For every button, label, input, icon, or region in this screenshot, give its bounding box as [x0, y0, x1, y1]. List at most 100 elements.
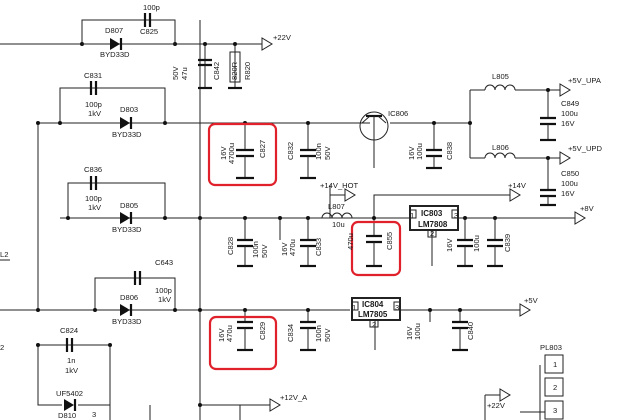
label-components-c831: C831	[84, 71, 102, 80]
label-components-c831_v: 1kV	[88, 109, 102, 118]
label-components-d803_type: BYD33D	[112, 130, 142, 139]
label-components-pin_3: 3	[454, 211, 458, 220]
regulator-ic803	[409, 205, 459, 238]
label-components-c643_val: 100p	[155, 286, 172, 295]
diode-d810	[64, 399, 77, 411]
capacitor-c842	[198, 58, 212, 90]
capacitor-c836	[89, 176, 98, 190]
capacitor-c839	[457, 238, 503, 268]
label-components-ic803: IC803	[421, 209, 443, 218]
label-components-c850: C850	[561, 169, 579, 178]
capacitor-c824	[65, 338, 74, 352]
diode-d805	[120, 212, 133, 224]
capacitor-c643	[133, 271, 142, 285]
label-components-c833_val: 470u	[288, 239, 297, 256]
label-components-c831_val: 100p	[85, 100, 102, 109]
label-components-d803: D803	[120, 105, 138, 114]
label-components-c849_v: 16V	[561, 119, 575, 128]
label-components-c838_v: 16V	[407, 146, 416, 160]
diode-d806	[120, 304, 133, 316]
label-components-pin_1: 1	[410, 211, 414, 220]
label-components-c850_v: 16V	[561, 189, 575, 198]
capacitor-c825	[143, 13, 152, 27]
label-components-c832_val: 100n	[314, 143, 323, 160]
label-components-c824: C824	[60, 326, 78, 335]
label-components-c836_val: 100p	[85, 194, 102, 203]
highlight-c829	[208, 315, 278, 371]
label-nets-net_2: 2	[0, 343, 4, 352]
diode-d807	[82, 38, 175, 50]
label-components-d806_type: BYD33D	[112, 317, 142, 326]
label-components-c840_val: 100u	[413, 323, 422, 340]
label-nets-plus5v_upd: +5V_UPD	[568, 144, 602, 153]
diode-d803	[120, 117, 133, 129]
label-components-pl803: PL803	[540, 343, 562, 352]
label-components-c834_v: 50V	[323, 328, 332, 342]
capacitor-c855	[366, 234, 382, 268]
label-components-c855: C855	[385, 232, 394, 250]
label-nets-plus22v_b: +22V	[487, 401, 506, 410]
label-components-c839: C839	[503, 234, 512, 252]
label-components-c834_val: 100n	[314, 325, 323, 342]
label-components-c828_val: 100n	[251, 241, 260, 258]
label-components-c824_val: 1n	[67, 356, 75, 365]
label-components-c855_val: 470u	[346, 233, 355, 250]
capacitor-c840	[452, 320, 468, 352]
resistor-r820	[228, 51, 242, 90]
label-components-c827_v: 16V	[219, 146, 228, 160]
label-components-c832_v: 50V	[323, 146, 332, 160]
label-components-d810_type: UF5402	[56, 389, 83, 398]
label-components-c838_val: 100u	[415, 143, 424, 160]
label-components-c833: C833	[314, 238, 323, 256]
label-components-c840_v: 16V	[405, 326, 414, 340]
label-components-l807: L807	[328, 202, 345, 211]
junctions	[36, 42, 550, 407]
label-components-c824_v: 1kV	[65, 366, 79, 375]
label-pl803_pins-0: 1	[553, 360, 557, 369]
label-components-c838: C838	[445, 142, 454, 160]
label-components-c834: C834	[286, 324, 295, 342]
highlight-c827	[207, 122, 278, 187]
label-components-c828: C828	[226, 237, 235, 255]
label-nets-plus14v: +14V	[508, 181, 527, 190]
label-components-c850_val: 100u	[561, 179, 578, 188]
capacitor-c838	[426, 148, 442, 170]
label-components-ic804: IC804	[362, 300, 384, 309]
label-components-c849: C849	[561, 99, 579, 108]
label-components-c842_v: 50V	[171, 66, 180, 80]
label-components-c842_val: 47u	[180, 67, 189, 80]
label-components-l805: L805	[492, 72, 509, 81]
label-pl803_pins-2: 3	[553, 406, 557, 415]
label-nets-plus14v_hot: +14V_HOT	[320, 181, 359, 190]
label-components-pin_2: 2	[430, 229, 434, 238]
capacitor-c829	[237, 320, 253, 352]
label-components-c643_v: 1kV	[158, 295, 172, 304]
label-components-pin_2b: 2	[372, 320, 376, 329]
label-components-l807_val: 10u	[332, 220, 345, 229]
label-components-ic804_type: LM7805	[358, 310, 388, 319]
capacitor-c850	[540, 188, 556, 207]
wires	[0, 19, 575, 420]
label-components-l806: L806	[492, 143, 509, 152]
label-components-c833_v: 16V	[280, 242, 289, 256]
label-pl803_pins-1: 2	[553, 383, 557, 392]
regulator-ic804	[351, 297, 401, 328]
label-components-c829: C829	[258, 322, 267, 340]
label-components-c643: C643	[155, 258, 173, 267]
inductor-l805	[484, 84, 516, 91]
label-components-c842: C842	[212, 62, 221, 80]
transistor-ic806	[359, 111, 389, 141]
label-components-c825_val: 100p	[143, 3, 160, 12]
label-components-ic806: IC806	[388, 109, 408, 118]
label-nets-plus8v: +8V	[580, 204, 595, 213]
label-components-r820_val: 820R	[230, 61, 239, 80]
label-components-c839_val: 100u	[472, 235, 481, 252]
inductor-l807	[321, 212, 353, 219]
label-components-ic803_type: LM7808	[418, 220, 448, 229]
highlight-boxes	[207, 122, 402, 371]
label-components-d810: D810	[58, 411, 76, 420]
label-nets-plus5v_upa: +5V_UPA	[568, 76, 602, 85]
label-components-pin_1b: 1	[352, 303, 356, 312]
